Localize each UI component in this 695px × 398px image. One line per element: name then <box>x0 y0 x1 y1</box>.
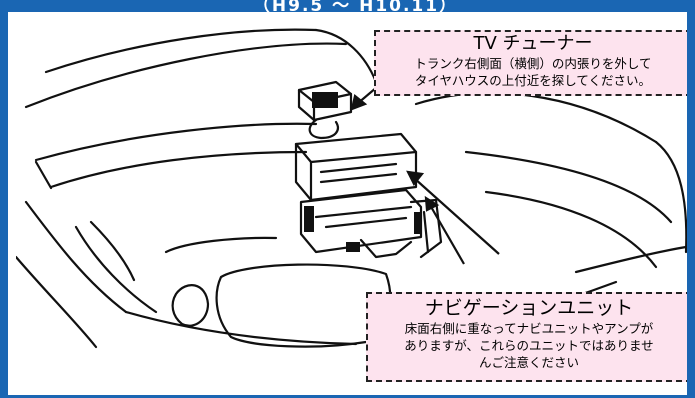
navigation-unit-line-2: ありますが、これらのユニットではありませ <box>404 338 654 353</box>
navigation-unit-line-3: んご注意ください <box>478 355 579 370</box>
tv-tuner-callout: TV チューナー トランク右側面（横側）の内張りを外して タイヤハウスの上付近を… <box>374 30 687 96</box>
navigation-unit-title: ナビゲーションユニット <box>424 297 634 319</box>
navigation-unit-line-1: 床面右側に重なってナビユニットやアンプが <box>404 321 654 336</box>
header-band: （H9.5 ～ H10.11） <box>8 0 687 12</box>
header-title: （H9.5 ～ H10.11） <box>252 0 459 12</box>
navigation-unit-callout: ナビゲーションユニット 床面右側に重なってナビユニットやアンプが ありますが、こ… <box>366 292 687 382</box>
tv-tuner-line-2: タイヤハウスの上付近を探してください。 <box>414 73 652 88</box>
tv-tuner-title: TV チューナー <box>473 33 593 54</box>
tv-tuner-line-1: トランク右側面（横側）の内張りを外して <box>414 56 652 71</box>
